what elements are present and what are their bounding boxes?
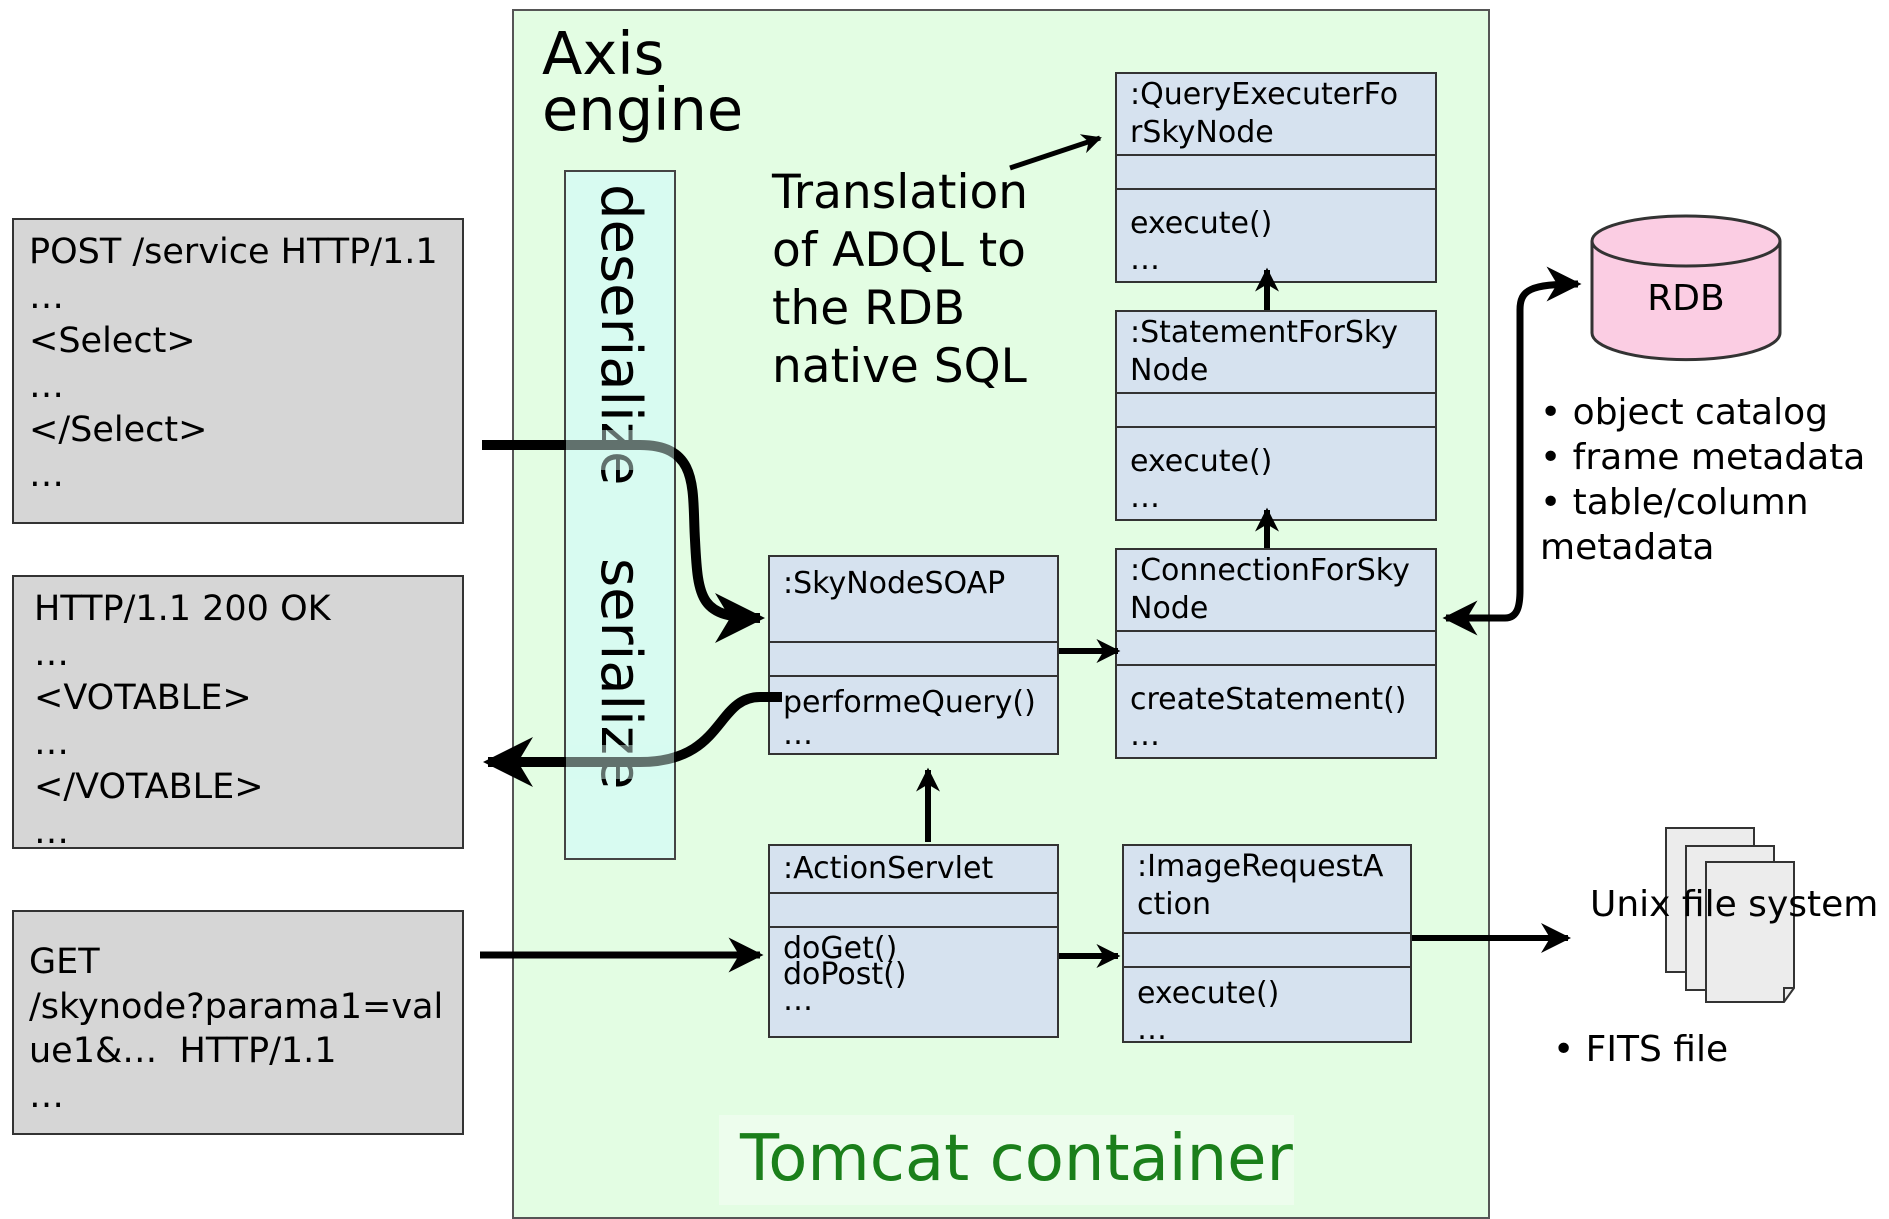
- get-request-box: GET /skynode?parama1=val ue1&… HTTP/1.1 …: [12, 910, 464, 1135]
- rdb-item-object-catalog: • object catalog: [1540, 392, 1828, 433]
- class-name: :ImageRequestA ction: [1124, 846, 1410, 934]
- class-operations: performeQuery() …: [783, 685, 1036, 752]
- class-attributes: [770, 894, 1057, 928]
- filesystem-item-fits: • FITS file: [1553, 1029, 1729, 1070]
- class-connection: :ConnectionForSky Node createStatement()…: [1115, 548, 1437, 759]
- class-operations: createStatement() …: [1130, 682, 1407, 753]
- class-operations: execute() …: [1130, 444, 1273, 515]
- class-query-executer: :QueryExecuterFo rSkyNode execute() …: [1115, 72, 1437, 283]
- class-image-request: :ImageRequestA ction execute() …: [1122, 844, 1412, 1047]
- class-operations: execute() …: [1137, 976, 1280, 1047]
- serialize-label: serialize: [588, 558, 653, 790]
- class-name: :QueryExecuterFo rSkyNode: [1117, 74, 1435, 156]
- class-action-servlet: :ActionServlet doGet() doPost() …: [768, 844, 1059, 1038]
- tomcat-container-label: Tomcat container: [740, 1122, 1293, 1196]
- translation-note: Translation of ADQL to the RDB native SQ…: [772, 165, 1029, 394]
- class-attributes: [1117, 156, 1435, 190]
- tomcat-label-background: [719, 1115, 1294, 1205]
- rdb-item-table-column-metadata: • table/column metadata: [1540, 482, 1809, 568]
- post-request-box: POST /service HTTP/1.1 … <Select> … </Se…: [12, 218, 464, 524]
- class-operations: execute() …: [1130, 206, 1273, 277]
- rdb-cylinder-icon: [1590, 214, 1782, 362]
- filesystem-label: Unix file system: [1590, 884, 1879, 925]
- class-name: :ConnectionForSky Node: [1117, 550, 1435, 632]
- rdb-label: RDB: [1647, 278, 1725, 319]
- class-attributes: [1117, 632, 1435, 666]
- file-stack-icon: [1665, 827, 1795, 1003]
- class-name: :StatementForSky Node: [1117, 312, 1435, 394]
- class-attributes: [770, 643, 1057, 677]
- deserialize-label: deserialize: [588, 184, 653, 486]
- rdb-item-frame-metadata: • frame metadata: [1540, 437, 1866, 478]
- class-statement: :StatementForSky Node execute() …: [1115, 310, 1437, 521]
- axis-engine-title: Axis engine: [542, 19, 744, 144]
- class-skynode-soap: :SkyNodeSOAP performeQuery() …: [768, 555, 1059, 755]
- class-name: :ActionServlet: [770, 846, 1057, 894]
- class-operations: doGet() doPost() …: [783, 931, 907, 1018]
- class-attributes: [1117, 394, 1435, 428]
- class-attributes: [1124, 934, 1410, 968]
- http-response-box: HTTP/1.1 200 OK … <VOTABLE> … </VOTABLE>…: [12, 575, 464, 849]
- class-name: :SkyNodeSOAP: [770, 557, 1057, 643]
